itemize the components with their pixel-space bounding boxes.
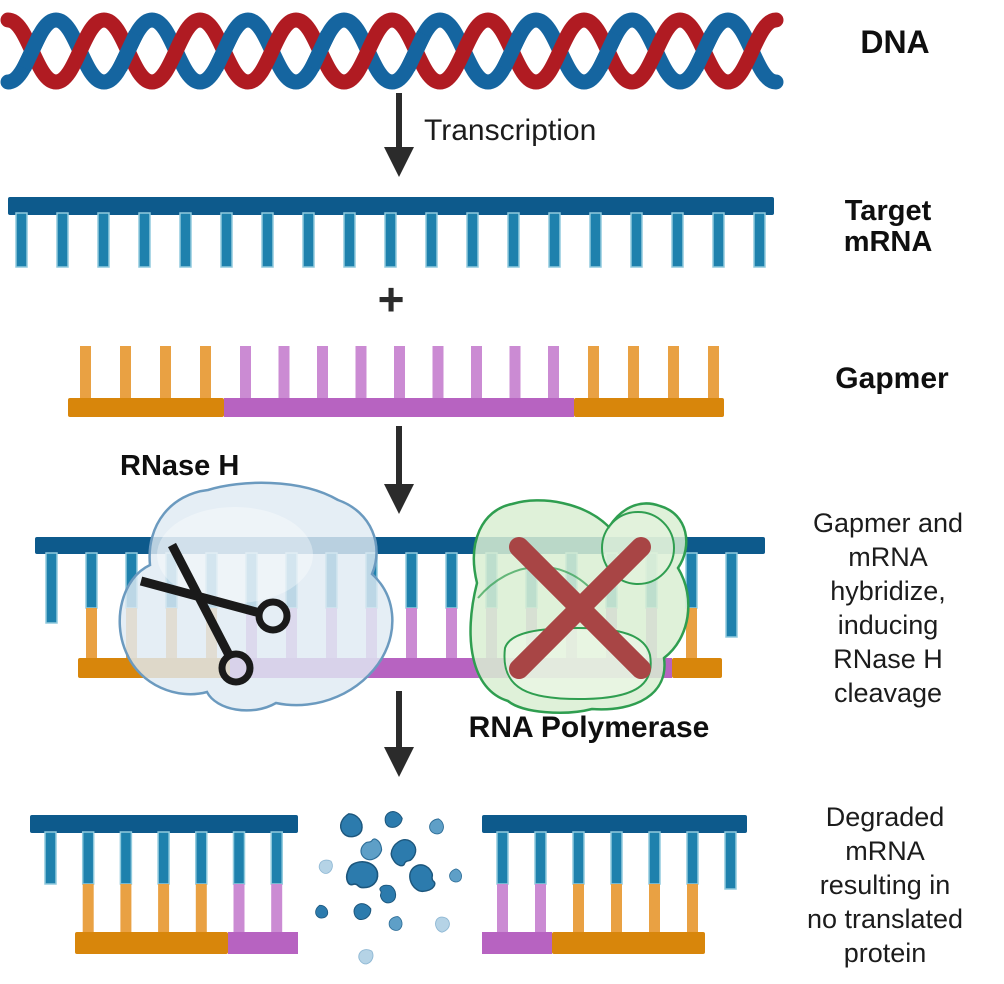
rnase-h-blob bbox=[118, 481, 394, 712]
hybridization-arrow-down-icon bbox=[384, 426, 414, 514]
degradation-arrow-down-icon bbox=[384, 691, 414, 777]
dna-crossovers bbox=[17, 30, 719, 72]
mrna-fragment bbox=[355, 945, 377, 967]
gapmer-flank-backbone-right bbox=[574, 398, 724, 417]
x-mark-icon bbox=[509, 537, 651, 679]
gapmer-flank-teeth-right bbox=[588, 346, 719, 398]
mrna-fragment bbox=[337, 810, 365, 840]
degraded-right-fragment bbox=[482, 815, 747, 954]
dna-strand-red bbox=[0, 12, 784, 90]
transcription-arrow-down-icon bbox=[384, 93, 414, 177]
mrna-fragment bbox=[386, 835, 421, 869]
mrna-fragment bbox=[435, 916, 450, 933]
gapmer-flank-tooth-right bbox=[686, 608, 697, 659]
gapmer-label: Gapmer bbox=[835, 362, 949, 395]
degradation-caption: Degraded mRNA resulting in no translated… bbox=[806, 802, 964, 968]
gapmer-flank-backbone-right bbox=[672, 658, 722, 678]
rnase-h-label: RNase H bbox=[120, 450, 240, 482]
rna-polymerase-label: RNA Polymerase bbox=[468, 711, 710, 744]
gapmer-flank-teeth-left bbox=[80, 346, 211, 398]
transcription-label: Transcription bbox=[424, 114, 597, 147]
dna-label: DNA bbox=[860, 24, 930, 60]
gapmer-core-teeth bbox=[240, 346, 559, 398]
target-mrna-strand bbox=[8, 197, 774, 268]
hybridized-duplex bbox=[35, 481, 765, 714]
mrna-fragment bbox=[387, 914, 405, 933]
mrna-fragment bbox=[351, 900, 374, 923]
mrna-backbone bbox=[8, 197, 774, 215]
scissors-icon bbox=[139, 542, 291, 686]
mrna-fragment bbox=[428, 817, 446, 836]
mrna-fragment bbox=[316, 856, 336, 877]
gapmer-flank-backbone-left bbox=[68, 398, 224, 417]
hybridization-caption: Gapmer and mRNA hybridize, inducing RNas… bbox=[812, 508, 964, 708]
gapmer-core-backbone bbox=[224, 398, 574, 417]
mrna-fragment bbox=[383, 809, 404, 830]
mrna-fragment bbox=[313, 902, 330, 921]
mrna-fragment bbox=[343, 856, 382, 894]
mrna-fragment bbox=[449, 868, 462, 883]
debris-field bbox=[313, 809, 462, 967]
mrna-fragment bbox=[357, 836, 385, 863]
mrna-teeth bbox=[15, 212, 766, 268]
mrna-fragment bbox=[379, 884, 397, 904]
target-mrna-label: Target mRNA bbox=[843, 195, 933, 258]
mrna-tooth-unpaired-right bbox=[725, 552, 738, 638]
mrna-fragment bbox=[407, 862, 437, 894]
dna-helix bbox=[0, 12, 784, 90]
gapmer-strand bbox=[68, 346, 724, 417]
plus-icon: + bbox=[377, 273, 405, 325]
dna-strand-blue bbox=[0, 12, 784, 90]
degraded-left-fragment bbox=[30, 815, 298, 954]
mrna-tooth-unpaired-left bbox=[45, 552, 58, 624]
degraded-mrna bbox=[30, 809, 747, 967]
